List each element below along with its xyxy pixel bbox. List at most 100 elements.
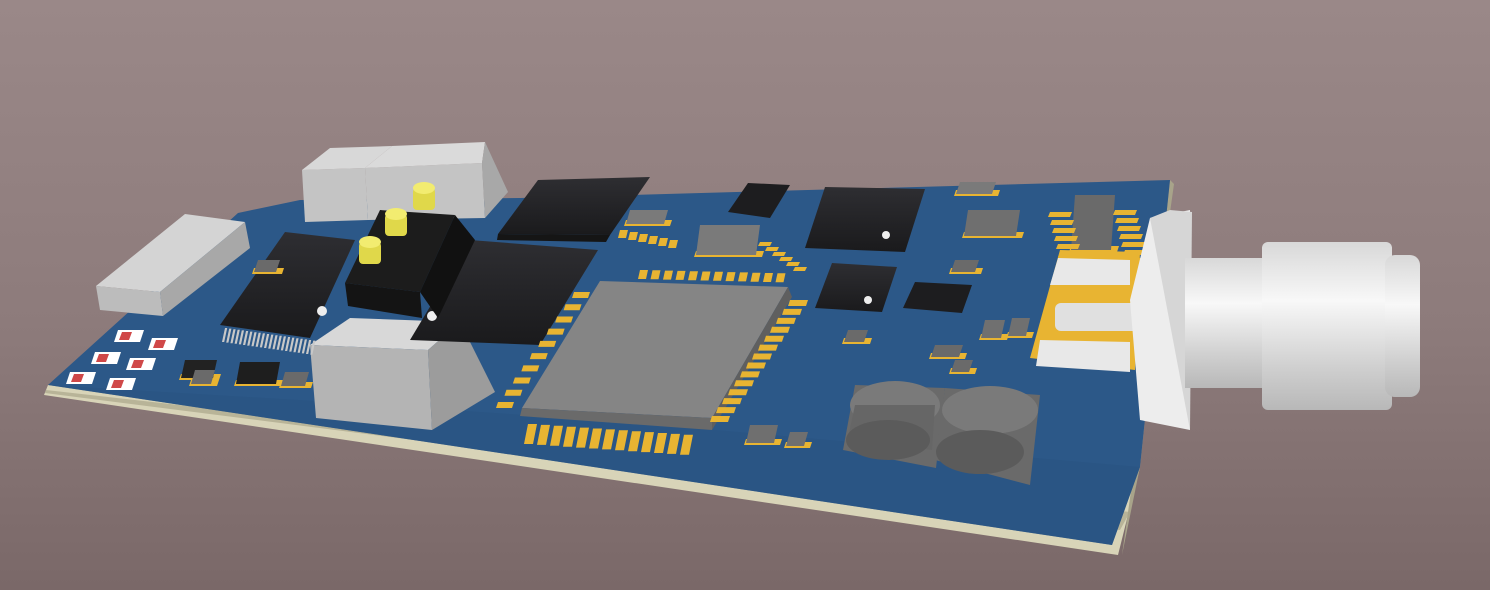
inductor-left-cap	[846, 420, 930, 460]
smd-body	[236, 362, 280, 384]
qfn-module-pads	[496, 270, 808, 455]
tssop-ic-left[interactable]	[220, 232, 355, 338]
pin-header-block-front	[345, 283, 422, 318]
smd-pad	[1115, 218, 1139, 223]
ic-sot223[interactable]	[903, 282, 972, 313]
tssop-pin	[293, 338, 299, 353]
qfn-pad	[758, 344, 778, 351]
tssop-pin	[251, 332, 257, 347]
tssop-pin	[289, 337, 295, 352]
ic-soic-small-1[interactable]	[728, 183, 790, 218]
qfn-pad	[654, 433, 667, 453]
smd-pad	[772, 252, 786, 256]
top-connector-left-top	[302, 146, 392, 170]
tssop-pin	[306, 340, 312, 354]
tssop-pin	[272, 335, 278, 350]
qfn-pad	[763, 273, 773, 282]
ic-soic-small-1-top	[728, 183, 790, 218]
smd-pad	[786, 262, 800, 266]
qfn-pad	[576, 427, 589, 448]
qfn-pad	[546, 328, 565, 335]
qfn-pad	[615, 430, 628, 451]
left-connector-front	[96, 286, 163, 316]
qfn-pad	[524, 424, 537, 444]
tssop-pin	[301, 339, 307, 354]
tssop-pin	[276, 335, 282, 350]
smd-body	[786, 432, 808, 446]
smd-body	[964, 210, 1020, 236]
top-connector-right-side	[482, 142, 508, 218]
pin1-marker	[864, 296, 872, 304]
qfn-pad	[563, 426, 576, 447]
tssop-pin	[285, 337, 291, 351]
header-pin-top	[385, 208, 407, 220]
sma-barrel-inner	[1185, 258, 1270, 388]
qfn-pad	[675, 270, 686, 280]
smd-body	[931, 345, 963, 357]
inductor-right[interactable]	[935, 386, 1040, 485]
ic-top-middle-front	[497, 234, 610, 242]
top-connector-left[interactable]	[302, 146, 392, 222]
sma-connector[interactable]	[1030, 210, 1420, 430]
qfn-pad	[538, 340, 557, 347]
qfn-pad	[722, 398, 742, 405]
left-connector-side	[160, 222, 250, 316]
smd-pad	[1050, 220, 1074, 225]
tssop-pin	[297, 338, 303, 353]
qfn-pad	[775, 273, 786, 283]
smd-body	[281, 372, 309, 386]
tssop-pin	[264, 334, 270, 348]
tssop-pin	[226, 328, 232, 343]
header-pin	[385, 214, 407, 236]
tssop-pin	[238, 330, 244, 345]
tssop-pin	[268, 334, 274, 349]
ic-soic-small-2[interactable]	[815, 263, 897, 312]
inductor-left[interactable]	[843, 381, 945, 468]
board-top-shade	[48, 385, 1140, 545]
ic-qfn-mid[interactable]	[805, 187, 925, 252]
qfn-pad	[716, 407, 736, 414]
smd-pad	[628, 232, 638, 240]
qfn-pad	[555, 316, 574, 323]
tssop-pin	[243, 331, 249, 345]
smd-body	[254, 260, 280, 272]
top-connector-right[interactable]	[365, 142, 508, 220]
qfn-pad	[710, 416, 730, 422]
smd-pad	[1052, 228, 1076, 233]
smd-body	[951, 260, 979, 272]
left-connector[interactable]	[96, 214, 250, 316]
resistor-marking	[96, 354, 109, 362]
smd-pad	[765, 247, 779, 251]
smd-body	[981, 320, 1005, 338]
smd-body	[1071, 195, 1115, 250]
tssop-pin	[230, 329, 236, 344]
smd-pad	[1117, 226, 1141, 231]
qfn-pad	[764, 335, 784, 342]
bottom-connector-side	[428, 322, 495, 430]
pin1-marker	[317, 306, 327, 316]
smd-components	[179, 182, 1149, 448]
qfn-pad	[667, 433, 680, 454]
resistor-marking	[71, 374, 84, 382]
qfn-pad	[641, 432, 654, 453]
qfn-pad	[776, 317, 796, 324]
smd-pad	[618, 230, 628, 238]
red-marked-resistors	[66, 330, 178, 390]
qfn-pad	[700, 271, 711, 281]
ic-top-middle[interactable]	[497, 177, 650, 242]
header-pin-top	[413, 182, 435, 194]
pin-header-block[interactable]	[345, 210, 475, 318]
smd-body	[626, 210, 668, 224]
ic-sot223-top	[903, 282, 972, 313]
qfn-pad	[589, 428, 602, 449]
smd-body	[951, 360, 973, 372]
header-pin	[359, 242, 381, 264]
qfn-pad	[770, 326, 790, 333]
smd-pad	[758, 242, 772, 246]
qfn-pad	[504, 389, 523, 396]
qfn-pad	[650, 270, 661, 280]
qfn-pad	[738, 272, 748, 282]
smd-body	[191, 370, 215, 384]
